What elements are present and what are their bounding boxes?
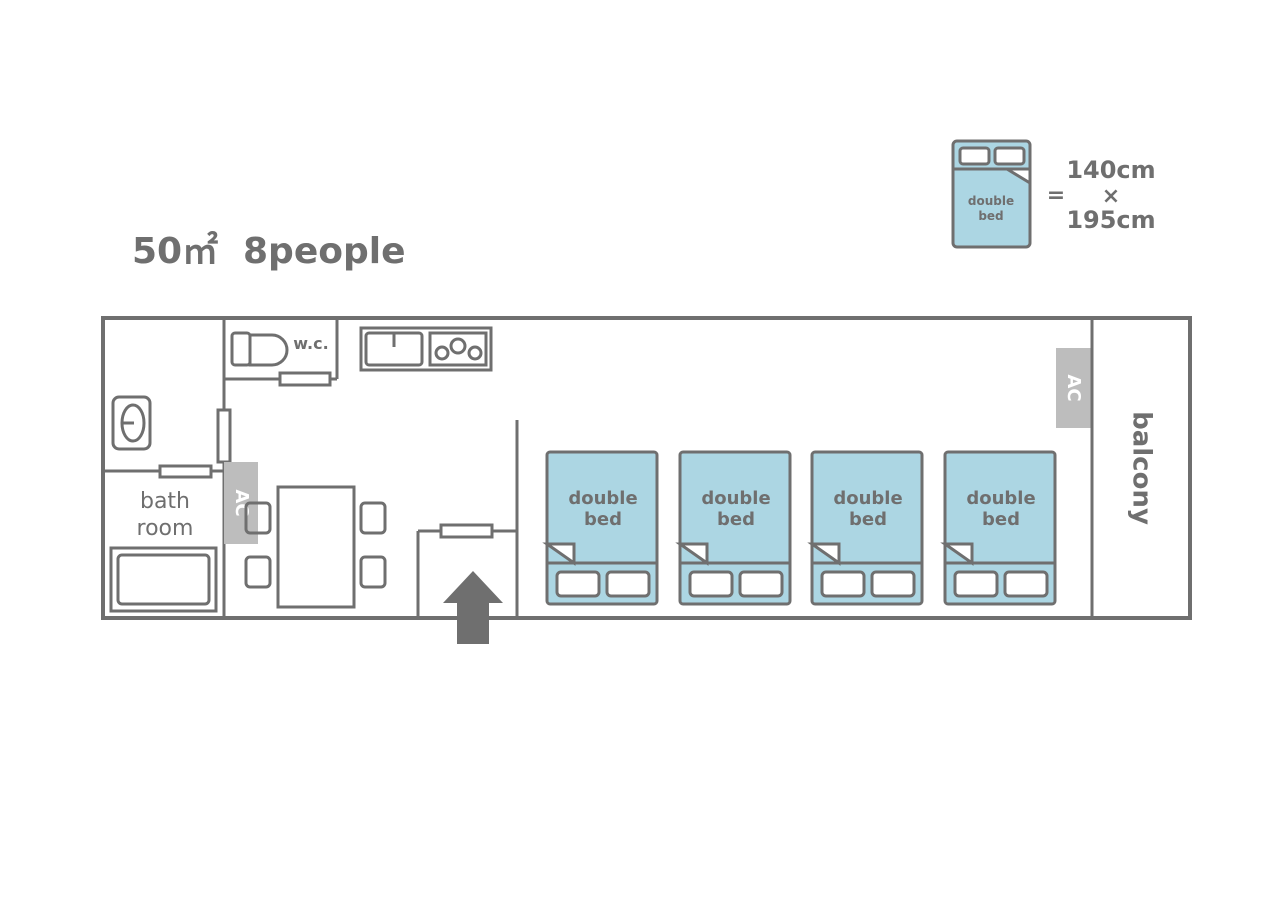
bath-label-1: bath bbox=[140, 489, 190, 514]
bed: double bed bbox=[675, 450, 792, 606]
wc-door[interactable] bbox=[278, 371, 332, 387]
legend-times: × bbox=[1102, 184, 1120, 209]
entrance-arrow-icon bbox=[443, 571, 503, 644]
bath-door[interactable] bbox=[158, 464, 213, 479]
dining-set bbox=[244, 485, 387, 609]
legend-width: 140cm bbox=[1066, 156, 1155, 184]
dining-table bbox=[276, 485, 356, 609]
legend-blanket-fold bbox=[1001, 167, 1032, 186]
bed-label-2: bed bbox=[849, 509, 887, 530]
stove-icon bbox=[428, 331, 488, 367]
chair bbox=[359, 555, 387, 589]
bathtub-icon bbox=[109, 546, 218, 613]
chair bbox=[359, 501, 387, 535]
bed-label-1: double bbox=[833, 488, 902, 509]
toilet-icon bbox=[230, 331, 289, 367]
bed: double bed bbox=[542, 450, 659, 606]
outer-wall bbox=[101, 316, 1192, 620]
washroom-door[interactable] bbox=[216, 408, 232, 464]
chair bbox=[244, 501, 272, 535]
area-label: 50㎡ bbox=[132, 230, 218, 272]
capacity-label: 8people bbox=[243, 231, 406, 272]
legend-bed-label-1: double bbox=[968, 194, 1014, 208]
legend: double bed = 140cm × 195cm bbox=[951, 139, 1156, 249]
legend-length: 195cm bbox=[1066, 206, 1155, 234]
bed-label-2: bed bbox=[584, 509, 622, 530]
bed-label-2: bed bbox=[717, 509, 755, 530]
entrance-inner-door[interactable] bbox=[439, 523, 494, 539]
kitchen-counter bbox=[359, 326, 493, 372]
ac-right bbox=[1056, 348, 1091, 428]
wc-label: w.c. bbox=[293, 334, 328, 353]
balcony-label: balcony bbox=[1127, 411, 1157, 525]
legend-bed-label-2: bed bbox=[978, 209, 1003, 223]
legend-equals: = bbox=[1047, 183, 1065, 208]
bed-label-1: double bbox=[568, 488, 637, 509]
bed-label-2: bed bbox=[982, 509, 1020, 530]
bed-label-1: double bbox=[701, 488, 770, 509]
legend-pillow-left bbox=[958, 146, 991, 166]
legend-pillow-right bbox=[993, 146, 1026, 166]
bath-label-2: room bbox=[137, 516, 194, 541]
sink-icon bbox=[111, 395, 152, 451]
bed: double bed bbox=[940, 450, 1057, 606]
bed: double bed bbox=[807, 450, 924, 606]
ac-right-label: AC bbox=[1063, 374, 1084, 401]
chair bbox=[244, 555, 272, 589]
bed-label-1: double bbox=[966, 488, 1035, 509]
